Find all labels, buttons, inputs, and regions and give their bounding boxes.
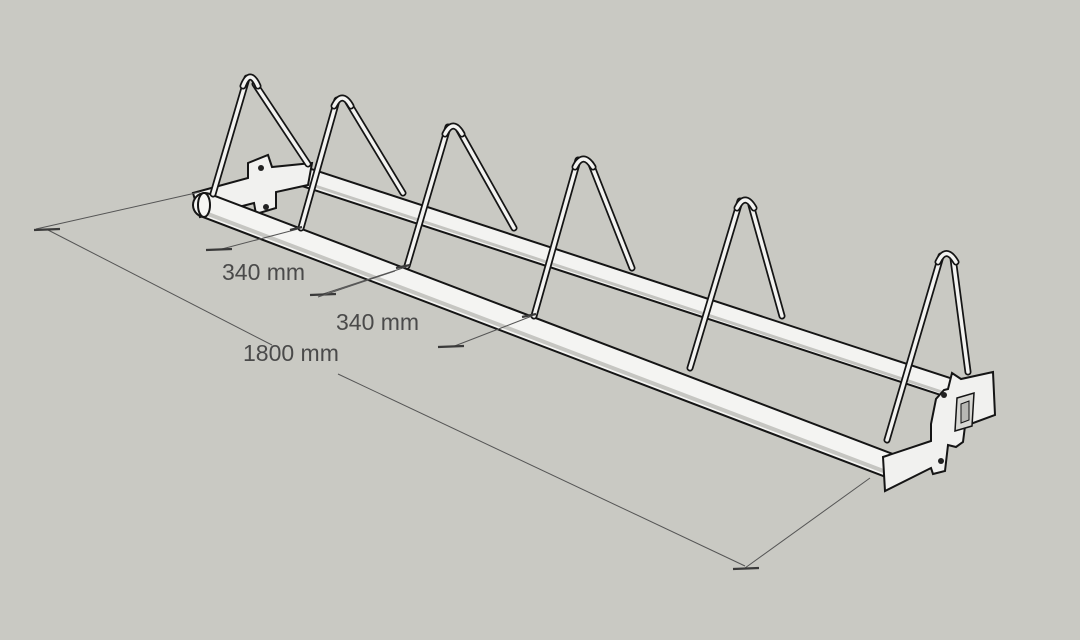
tick-right bbox=[732, 566, 760, 571]
extension-line-left bbox=[35, 191, 201, 230]
extension-line-right bbox=[744, 477, 871, 569]
dimension-line-upper bbox=[47, 229, 273, 346]
front-rail bbox=[192, 192, 901, 478]
dimension-spacing-2: 340 mm bbox=[317, 270, 537, 349]
dimension-label-1800: 1800 mm bbox=[243, 340, 339, 366]
dimension-spacing-1: 340 mm bbox=[205, 225, 411, 297]
dimension-label-340-second: 340 mm bbox=[336, 309, 419, 335]
a-frame-back-legs bbox=[251, 80, 972, 376]
right-end-plate bbox=[881, 370, 997, 493]
dimension-label-340-first: 340 mm bbox=[222, 259, 305, 285]
a-frame-apexes bbox=[239, 73, 960, 266]
a-frame-front-legs bbox=[209, 74, 945, 444]
tick-left bbox=[33, 227, 61, 232]
dimension-line-lower bbox=[337, 373, 746, 567]
dimension-overall-length: 1800 mm bbox=[33, 191, 871, 571]
